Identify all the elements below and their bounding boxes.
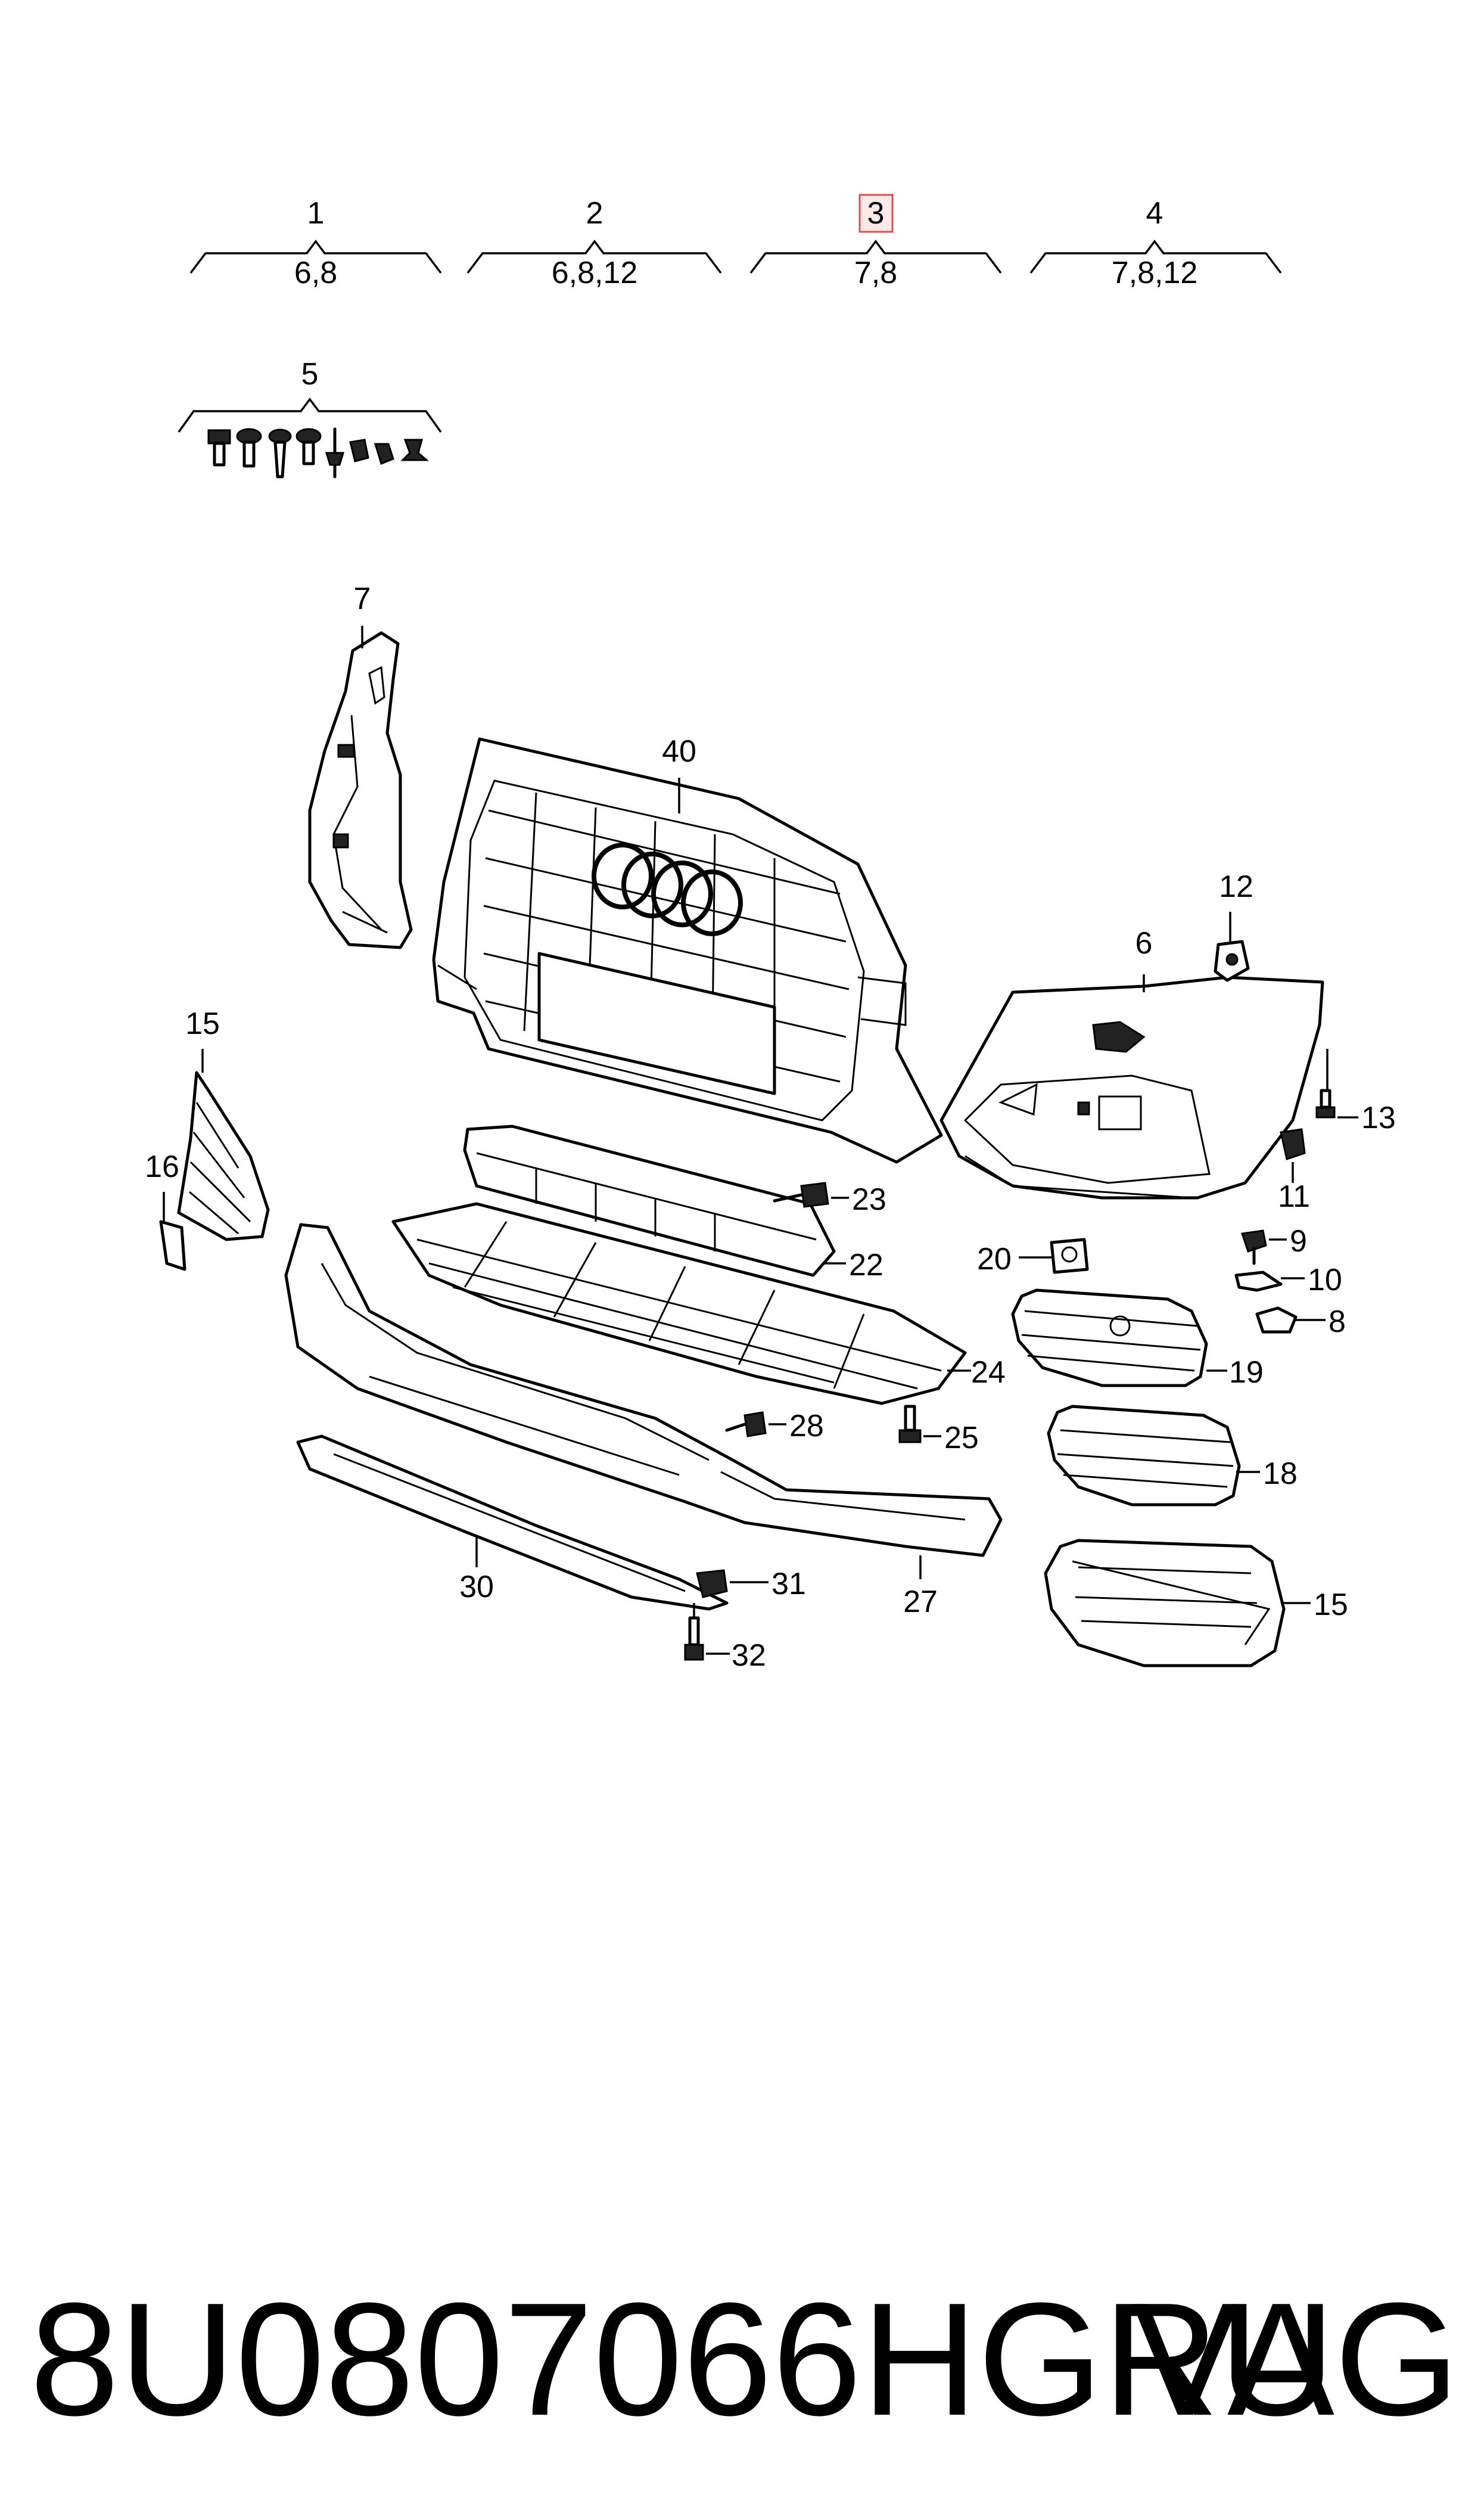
- callout-6: 6: [1135, 926, 1153, 961]
- footer-part-number: 8U0807066HGRU: [30, 2270, 1336, 2449]
- rivet-icon: [325, 427, 345, 479]
- callout-12: 12: [1219, 869, 1253, 904]
- fastener-icons: [207, 427, 430, 479]
- part-7-bracket[interactable]: 7: [308, 582, 413, 949]
- part-30-trim-strip[interactable]: 30: [296, 1434, 729, 1611]
- callout-15-left: 15: [185, 1007, 220, 1041]
- callout-7: 7: [354, 582, 371, 616]
- part-28-screw[interactable]: 28: [725, 1409, 824, 1443]
- footer-brand: VAG: [1131, 2270, 1460, 2449]
- callout-24: 24: [971, 1355, 1006, 1390]
- group-4-number: 4: [1146, 196, 1163, 231]
- group-4-refs: 7,8,12: [1112, 256, 1198, 290]
- group-1-refs: 6,8: [294, 256, 337, 290]
- group-2-number: 2: [586, 196, 603, 231]
- callout-22: 22: [849, 1248, 883, 1282]
- part-25-screw[interactable]: 25: [898, 1405, 979, 1455]
- spring-clip-icon: [374, 443, 394, 465]
- callout-20: 20: [977, 1242, 1012, 1276]
- callout-11: 11: [1278, 1179, 1310, 1214]
- part-18-grille-insert[interactable]: 18: [1047, 1405, 1298, 1507]
- fastener-set-brace: [178, 397, 442, 433]
- callout-18: 18: [1263, 1456, 1298, 1491]
- part-23-screw[interactable]: 23: [773, 1182, 886, 1217]
- part-32-screw[interactable]: 32: [684, 1603, 766, 1673]
- part-12-clip[interactable]: 12: [1214, 869, 1253, 982]
- callout-13: 13: [1361, 1101, 1396, 1135]
- header-group-4[interactable]: 4 7,8,12: [1029, 196, 1282, 290]
- part-13-screw[interactable]: 13: [1315, 1049, 1396, 1135]
- part-15-left-grille[interactable]: 15: [177, 1007, 270, 1241]
- bracket-body: [308, 631, 413, 949]
- group-3-brace: [749, 240, 1002, 274]
- grille-frame: [432, 737, 943, 1164]
- callout-15-right: 15: [1314, 1588, 1348, 1622]
- header-group-2[interactable]: 2 6,8,12: [466, 196, 722, 290]
- group-1-brace: [189, 240, 442, 274]
- fastener-set[interactable]: 5: [178, 357, 442, 479]
- header-group-1[interactable]: 1 6,8: [189, 196, 442, 290]
- part-27-lower-bumper[interactable]: 27: [284, 1223, 1003, 1619]
- callout-9: 9: [1290, 1224, 1307, 1259]
- group-3-number: 3: [867, 196, 885, 231]
- callout-40: 40: [662, 734, 696, 769]
- four-rings-logo: [592, 843, 743, 936]
- part-16-bracket[interactable]: 16: [145, 1150, 186, 1271]
- part-10-bracket[interactable]: 10: [1234, 1263, 1342, 1297]
- callout-23: 23: [852, 1182, 886, 1217]
- group-3-highlight-box: [858, 194, 894, 233]
- callout-31: 31: [771, 1567, 806, 1601]
- group-4-brace: [1029, 240, 1282, 274]
- panhead-screw-icon: [295, 428, 322, 465]
- callout-27: 27: [903, 1585, 938, 1619]
- hex-bolt-icon: [207, 429, 231, 467]
- callout-28: 28: [789, 1409, 824, 1443]
- part-20-bracket[interactable]: 20: [977, 1238, 1089, 1276]
- clip-nut-icon: [349, 439, 369, 462]
- part-8-cap[interactable]: 8: [1255, 1304, 1346, 1339]
- group-1-number: 1: [307, 196, 325, 231]
- plate-area: [537, 952, 776, 1095]
- callout-16: 16: [145, 1150, 179, 1184]
- part-31-clip[interactable]: 31: [696, 1567, 806, 1601]
- fastener-set-number: 5: [301, 357, 319, 392]
- callout-10: 10: [1308, 1263, 1342, 1297]
- callout-8: 8: [1329, 1304, 1346, 1339]
- group-2-brace: [466, 240, 722, 274]
- torx-screw-icon: [236, 428, 262, 468]
- group-2-refs: 6,8,12: [552, 256, 638, 290]
- callout-32: 32: [732, 1638, 766, 1673]
- callout-25: 25: [944, 1421, 979, 1455]
- footer: 8U0807066HGRU VAG: [30, 2253, 1460, 2467]
- part-22-strip[interactable]: 22: [463, 1125, 883, 1282]
- part-9-screw[interactable]: 9: [1241, 1224, 1307, 1265]
- callout-19: 19: [1229, 1355, 1264, 1390]
- part-6-bumper-cover[interactable]: 6: [939, 926, 1324, 1200]
- part-24-mesh-grille[interactable]: 24: [391, 1202, 1006, 1405]
- callout-30: 30: [459, 1570, 494, 1604]
- part-40-grille[interactable]: 40: [432, 734, 943, 1164]
- self-tapping-screw-icon: [268, 428, 292, 479]
- part-11-clip[interactable]: 11: [1278, 1128, 1310, 1214]
- group-3-refs: 7,8: [854, 256, 897, 290]
- part-15-right-trim[interactable]: 15: [1044, 1539, 1348, 1667]
- header-group-3[interactable]: 3 7,8: [749, 194, 1002, 290]
- push-clip-icon: [400, 439, 430, 461]
- part-19-grille-insert[interactable]: 19: [1011, 1288, 1264, 1390]
